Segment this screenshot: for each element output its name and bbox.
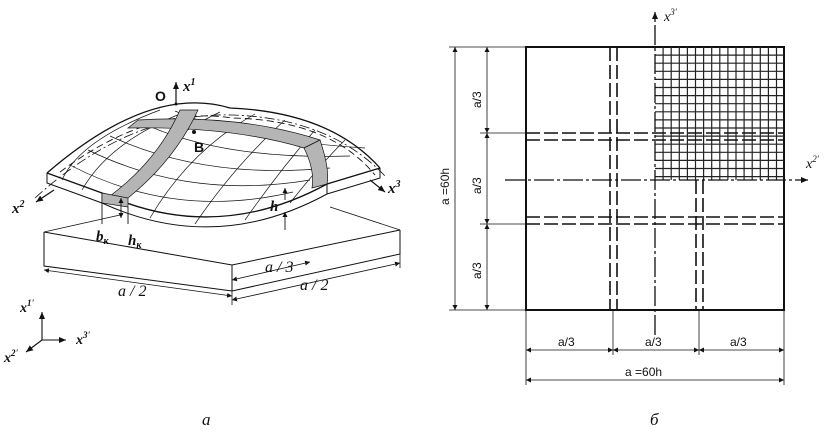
highlighted-ribs bbox=[101, 109, 329, 208]
dim-total-vertical: a =60h bbox=[438, 168, 452, 205]
rib-width-label: bк bbox=[96, 229, 110, 247]
dim-a2-side: a / 2 bbox=[300, 277, 328, 294]
axis-x1-label: x1 bbox=[182, 77, 196, 95]
global-x3-label: x3' bbox=[75, 330, 91, 348]
caption-a: а bbox=[202, 410, 211, 429]
base-box bbox=[43, 206, 401, 292]
global-x2-label: x2' bbox=[3, 348, 19, 366]
dim-h3: a/3 bbox=[730, 335, 747, 349]
global-x1-label: x1' bbox=[19, 298, 35, 316]
dim-a2-front: a / 2 bbox=[118, 283, 146, 300]
dim-v1: a/3 bbox=[470, 91, 484, 108]
horizontal-dimension-lines bbox=[525, 310, 785, 385]
vertical-dimension-lines bbox=[449, 46, 526, 311]
point-o-label: O bbox=[155, 88, 166, 104]
point-b-label: B bbox=[194, 139, 204, 155]
rib-height-label: hк bbox=[128, 233, 142, 251]
dim-total-horizontal: a =60h bbox=[625, 365, 662, 379]
rib-dimension-marks bbox=[101, 188, 288, 230]
shell-thickness-label: h bbox=[270, 199, 278, 215]
dim-h2: a/3 bbox=[645, 335, 662, 349]
axis-x3-label: x3 bbox=[387, 179, 401, 197]
plan-view-figure: x3' x2' a =60h a/3 a/3 a/3 a/3 bbox=[438, 7, 820, 429]
axis-x2-prime-label: x2' bbox=[805, 154, 820, 172]
dim-v3: a/3 bbox=[470, 262, 484, 279]
axis-x3-prime-label: x3' bbox=[663, 7, 678, 25]
shell-isometric-figure: x1 O B x2 x3 bк hк h a / 2 a / 3 bbox=[3, 77, 401, 429]
axis-x2 bbox=[35, 189, 55, 203]
caption-b: б bbox=[650, 410, 659, 429]
fine-grid bbox=[655, 47, 784, 180]
dim-h1: a/3 bbox=[558, 335, 575, 349]
dim-a3: a / 3 bbox=[265, 259, 293, 276]
dim-v2: a/3 bbox=[470, 177, 484, 194]
axis-x3 bbox=[369, 179, 386, 193]
bottom-dimensions bbox=[43, 254, 401, 305]
axis-x2-label: x2 bbox=[11, 199, 25, 217]
point-o-marker bbox=[174, 102, 178, 106]
point-b-marker bbox=[192, 130, 196, 134]
global-axes bbox=[25, 312, 66, 353]
